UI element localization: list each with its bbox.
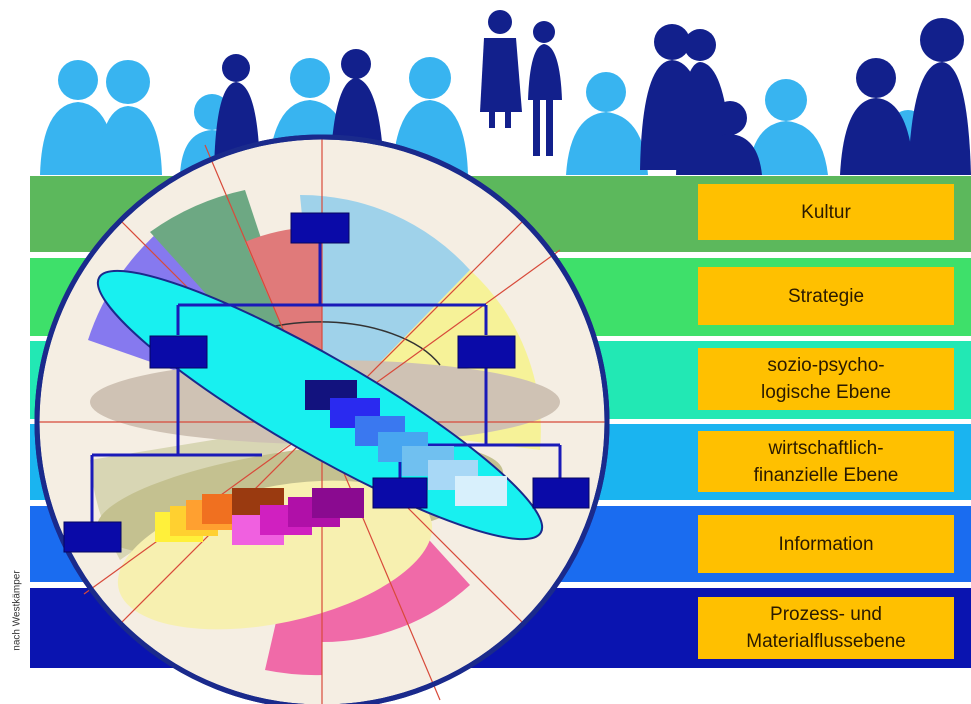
layer-label-information: Information — [698, 515, 954, 573]
color-cascade-right — [305, 380, 507, 506]
org-box-top — [290, 212, 350, 244]
org-box-bottom-left — [63, 521, 122, 553]
layer-label-wirtschaftlich-finanzielle-ebene: wirtschaftlich- finanzielle Ebene — [698, 431, 954, 492]
layer-label-kultur: Kultur — [698, 184, 954, 240]
source-credit: nach Westkämper — [11, 570, 23, 651]
people-silhouettes — [40, 10, 971, 175]
org-chart-boxes — [63, 212, 590, 553]
layer-label-strategie: Strategie — [698, 267, 954, 325]
color-cascade-left — [155, 488, 364, 545]
org-box-right — [457, 335, 516, 369]
layer-label-prozess-materialflussebene: Prozess- und Materialflussebene — [698, 597, 954, 659]
org-box-bottom-mid — [372, 477, 428, 509]
org-box-left — [149, 335, 208, 369]
layer-label-sozio-psychologische-ebene: sozio-psycho- logische Ebene — [698, 348, 954, 410]
org-box-bottom-right — [532, 477, 590, 509]
